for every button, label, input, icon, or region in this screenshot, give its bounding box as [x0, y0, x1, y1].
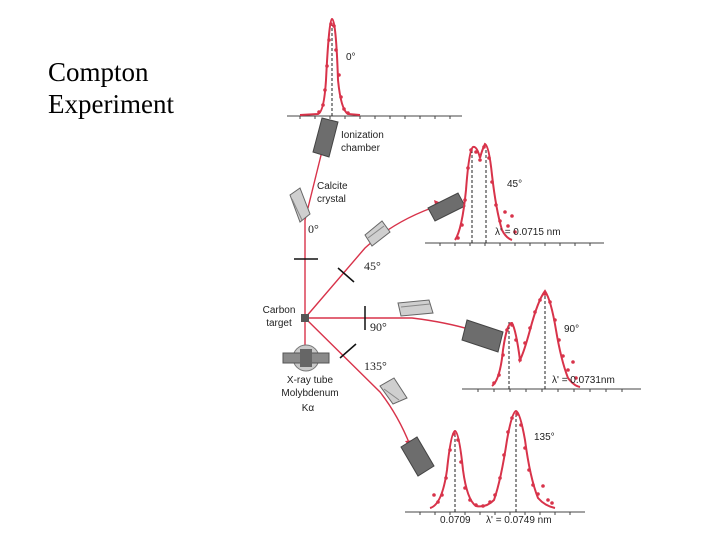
plot-90-angle: 90° [564, 324, 579, 335]
calcite-label-2: crystal [317, 194, 346, 205]
ionization-label-2: chamber [341, 143, 381, 154]
detector-45 [427, 192, 466, 222]
xray-label-3: Kα [302, 403, 315, 414]
angle-label-135: 135° [364, 359, 387, 373]
angle-label-90: 90° [370, 320, 387, 334]
beam-90 [305, 317, 473, 331]
xray-label-2: Molybdenum [281, 388, 338, 399]
slide-title: Compton Experiment [48, 56, 174, 120]
beam-paths [304, 130, 476, 450]
plot-45: 45° λ' = 0.0715 nm [425, 142, 604, 246]
detector-90 [461, 319, 504, 353]
calcite-label-1: Calcite [317, 181, 348, 192]
angle-label-0: 0° [308, 222, 319, 236]
plot-0-angle: 0° [346, 52, 356, 63]
plot-135: 135° 0.0709 λ' = 0.0749 nm [405, 409, 585, 526]
detector-135 [400, 436, 435, 477]
slit-45 [337, 267, 355, 283]
plot-135-lambda0: 0.0709 [440, 515, 471, 526]
detectors [312, 117, 504, 477]
crystal-135 [379, 377, 408, 405]
crystals [289, 187, 434, 405]
plot-45-lambda: λ' = 0.0715 nm [495, 227, 561, 238]
crystal-90 [397, 299, 434, 317]
calcite-crystal-0 [289, 187, 311, 223]
carbon-label-1: Carbon [263, 305, 296, 316]
slits [294, 258, 366, 359]
carbon-target [301, 314, 309, 322]
plot-45-angle: 45° [507, 179, 522, 190]
carbon-label-2: target [266, 318, 292, 329]
slit-135 [339, 343, 357, 359]
plot-0: 0° [287, 17, 462, 119]
plot-90-lambda: λ' = 0.0731nm [552, 375, 615, 386]
ionization-label-1: Ionization [341, 130, 384, 141]
title-line-1: Compton [48, 57, 149, 87]
plot-90: 90° λ' = 0.0731nm [462, 289, 641, 392]
title-line-2: Experiment [48, 89, 174, 119]
xray-label-1: X-ray tube [287, 375, 334, 386]
ionization-chamber-0 [312, 117, 339, 158]
plot-135-lambda: λ' = 0.0749 nm [486, 515, 552, 526]
xray-tube [282, 344, 330, 372]
crystal-45 [364, 220, 391, 247]
beam-135 [304, 317, 411, 446]
plot-135-angle: 135° [534, 432, 555, 443]
angle-label-45: 45° [364, 259, 381, 273]
